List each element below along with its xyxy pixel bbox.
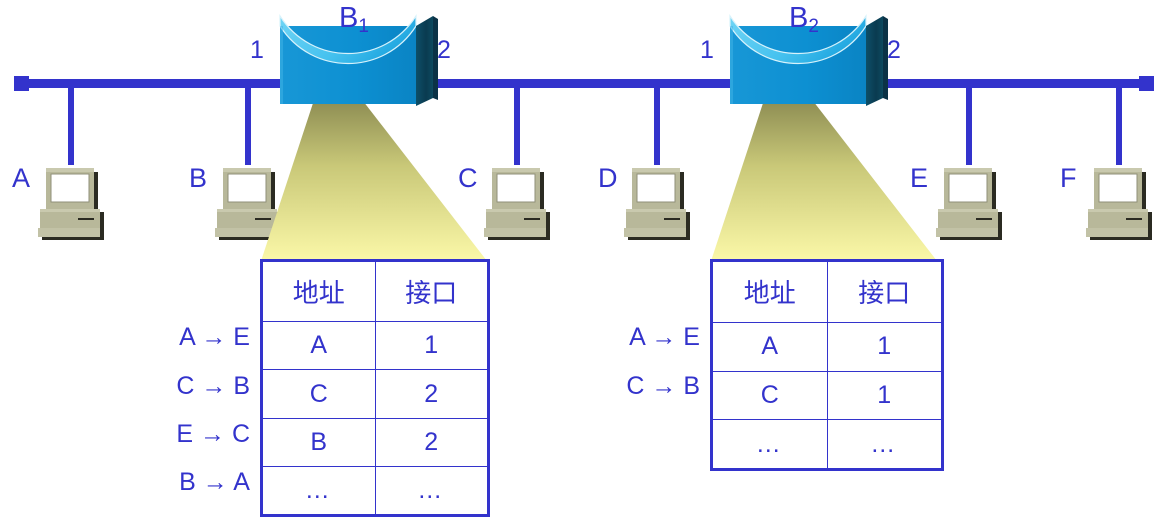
table-row: C 1 — [712, 370, 942, 421]
computer-icon-e[interactable] — [932, 162, 1006, 240]
computer-icon-d[interactable] — [620, 162, 694, 240]
table-row: … … — [712, 419, 942, 469]
bus-terminator-left — [14, 76, 29, 91]
bridge-name-b1-letter: B — [339, 2, 359, 34]
host-label-b: B — [189, 163, 208, 193]
port-label-b2-right: 2 — [887, 36, 901, 64]
bus-backbone-middle — [428, 79, 748, 88]
table-row: C 2 — [262, 369, 488, 419]
beam-bridge1 — [255, 88, 487, 263]
bus-terminator-right — [1139, 76, 1154, 91]
table-row: … … — [262, 465, 488, 516]
host-label-e: E — [910, 163, 929, 193]
table-cell-interface: 2 — [374, 369, 488, 419]
computer-icon-a[interactable] — [34, 162, 108, 240]
port-label-b1-right: 2 — [437, 36, 451, 64]
table-cell-interface: 2 — [374, 417, 488, 467]
table-header-address: 地址 — [262, 260, 376, 323]
table-cell-address: … — [712, 419, 828, 469]
table-cell-interface: … — [374, 465, 488, 516]
table-cell-address: … — [262, 465, 376, 516]
table-cell-interface: 1 — [374, 321, 488, 371]
computer-icon-f[interactable] — [1082, 162, 1156, 240]
port-label-b2-left: 1 — [700, 36, 714, 64]
bridge2-forwarding-table: 地址 接口 A 1 C 1 … … — [710, 259, 944, 471]
table-row: B 2 — [262, 417, 488, 467]
table-cell-address: B — [262, 417, 376, 467]
drop-line-a — [68, 79, 74, 165]
flow-label-b1-2: C → B — [176, 372, 250, 400]
host-label-d: D — [598, 163, 618, 193]
bus-backbone-right — [880, 79, 1148, 88]
port-label-b1-left: 1 — [250, 36, 264, 64]
flow-label-b2-2: C → B — [626, 372, 700, 400]
table-row: A 1 — [712, 321, 942, 372]
drop-line-c — [514, 79, 520, 165]
beam-bridge2 — [705, 88, 937, 263]
bus-backbone-left — [14, 79, 294, 88]
table-cell-interface: 1 — [826, 370, 942, 421]
flow-label-b1-1: A → E — [179, 323, 250, 351]
flow-label-b1-3: E → C — [176, 420, 250, 448]
bridge-name-b2: B2 — [789, 2, 819, 38]
table-cell-interface: … — [826, 419, 942, 469]
bridge-name-b1: B1 — [339, 2, 369, 38]
table-cell-address: A — [262, 321, 376, 371]
flow-label-b2-1: A → E — [629, 323, 700, 351]
bridge-name-b2-subscript: 2 — [808, 16, 819, 37]
flow-label-b1-4: B → A — [179, 468, 250, 496]
computer-icon-b[interactable] — [211, 162, 285, 240]
bridge-icon-b2[interactable] — [722, 14, 890, 118]
computer-icon-c[interactable] — [480, 162, 554, 240]
host-label-a: A — [12, 163, 31, 193]
drop-line-e — [966, 79, 972, 165]
table-header-row: 地址 接口 — [262, 260, 488, 323]
drop-line-f — [1116, 79, 1122, 165]
table-header-interface: 接口 — [374, 260, 488, 323]
bridge-name-b2-letter: B — [789, 2, 809, 34]
bridge1-forwarding-table: 地址 接口 A 1 C 2 B 2 … … — [260, 259, 490, 517]
table-header-interface: 接口 — [826, 261, 942, 323]
drop-line-b — [245, 79, 251, 165]
table-cell-interface: 1 — [826, 321, 942, 372]
bridge-icon-b1[interactable] — [272, 14, 440, 118]
table-header-row: 地址 接口 — [712, 261, 942, 323]
table-cell-address: C — [712, 370, 828, 421]
table-header-address: 地址 — [712, 261, 828, 323]
table-cell-address: C — [262, 369, 376, 419]
host-label-c: C — [458, 163, 478, 193]
bridge-name-b1-subscript: 1 — [358, 16, 369, 37]
host-label-f: F — [1060, 163, 1077, 193]
drop-line-d — [654, 79, 660, 165]
table-cell-address: A — [712, 321, 828, 372]
table-row: A 1 — [262, 321, 488, 371]
